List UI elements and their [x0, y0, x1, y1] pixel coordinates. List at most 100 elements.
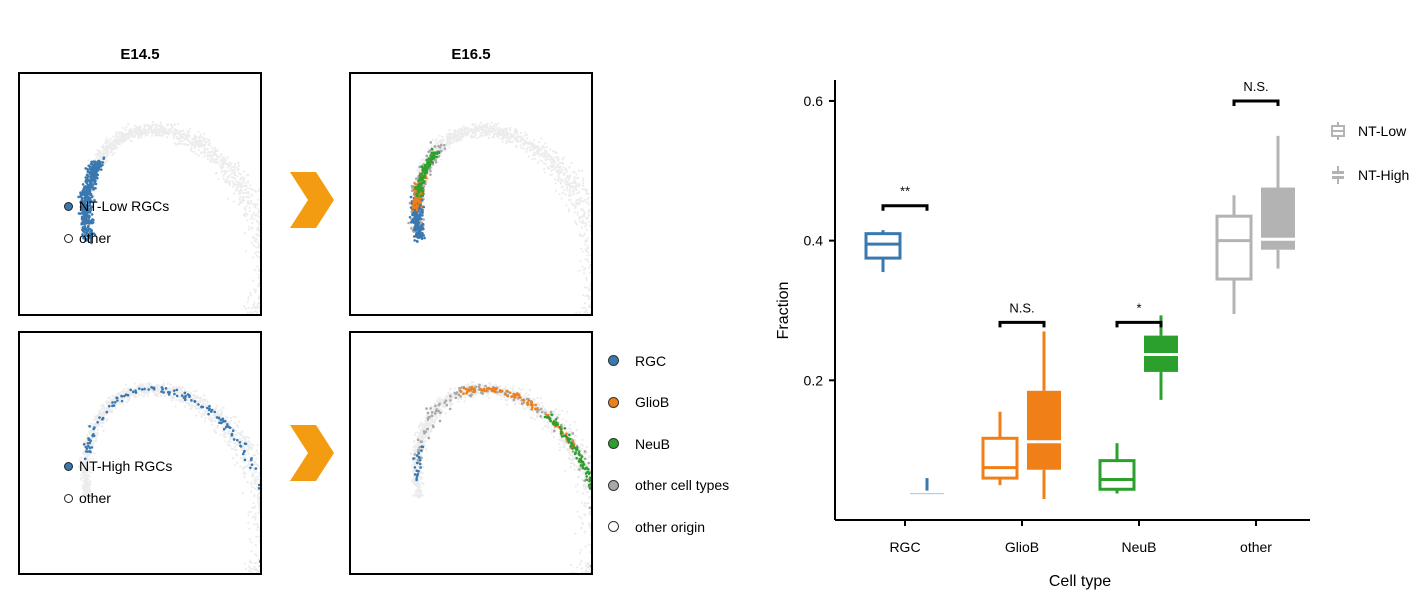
umap-cell-point: [151, 124, 154, 127]
umap-cell-point: [258, 538, 260, 542]
umap-cell-point: [257, 215, 260, 218]
umap-cell-point: [516, 134, 519, 137]
umap-cell-point: [189, 142, 193, 145]
umap-cell-point: [422, 201, 425, 204]
umap-cell-point: [198, 141, 201, 145]
umap-cell-point: [451, 133, 455, 136]
umap-highlight-point: [90, 178, 94, 181]
umap-cell-point: [170, 130, 173, 133]
legend-item: NT-Low RGCs: [64, 190, 169, 222]
umap-cell-point: [434, 142, 437, 145]
umap-highlight-point: [433, 145, 437, 148]
umap-cell-point: [559, 181, 562, 184]
umap-cell-point: [503, 136, 506, 139]
umap-cell-point: [258, 230, 260, 233]
umap-cell-point: [109, 138, 112, 141]
umap-cell-point: [541, 145, 544, 148]
umap-cell-point: [578, 216, 581, 219]
umap-cell-point: [95, 437, 98, 440]
umap-cell-point: [107, 139, 110, 143]
umap-cell-point: [190, 150, 194, 153]
umap-cell-point: [177, 399, 181, 402]
umap-cell-point: [216, 156, 220, 159]
umap-cell-point: [580, 247, 583, 250]
umap-cell-point: [588, 266, 591, 269]
umap-cell-point: [498, 130, 501, 134]
umap-cell-point: [255, 219, 259, 223]
umap-cell-point: [238, 184, 241, 187]
umap-cell-point: [581, 215, 584, 218]
umap-cell-point: [249, 187, 252, 190]
umap-highlight-point: [420, 205, 423, 209]
umap-cell-point: [448, 140, 451, 143]
umap-cell-point: [552, 160, 555, 163]
umap-cell-point: [535, 145, 538, 148]
umap-cell-point: [248, 209, 251, 213]
umap-cell-point: [248, 225, 251, 229]
umap-cell-point: [253, 487, 257, 490]
umap-cell-point: [459, 138, 463, 142]
umap-cell-point: [231, 185, 235, 189]
umap-cell-point: [237, 164, 240, 168]
umap-cell-point: [528, 141, 531, 144]
umap-cell-point: [438, 134, 441, 137]
umap-cell-point: [497, 136, 500, 139]
umap-cell-point: [504, 134, 507, 137]
umap-highlight-point: [416, 240, 419, 243]
umap-cell-point: [245, 185, 248, 188]
umap-highlight-point: [81, 210, 84, 214]
umap-cell-point: [195, 389, 198, 392]
umap-highlight-point: [420, 181, 424, 185]
umap-e16-nt-low-plot: [407, 121, 591, 314]
umap-cell-point: [431, 138, 435, 141]
umap-cell-point: [113, 152, 116, 155]
umap-cell-point: [245, 174, 248, 177]
umap-cell-point: [524, 140, 528, 143]
umap-cell-point: [565, 204, 568, 207]
umap-cell-point: [179, 134, 182, 137]
umap-cell-point: [121, 126, 124, 129]
umap-cell-point: [585, 188, 588, 191]
umap-cell-point: [235, 166, 238, 169]
umap-cell-point: [498, 126, 501, 130]
umap-cell-point: [573, 176, 576, 179]
umap-cell-point: [253, 269, 257, 272]
umap-cell-point: [209, 154, 212, 158]
umap-cell-point: [557, 175, 560, 178]
umap-highlight-point: [410, 227, 413, 230]
umap-highlight-point: [77, 212, 81, 215]
umap-cell-point: [225, 170, 229, 173]
umap-cell-point: [257, 273, 260, 276]
umap-highlight-point: [418, 173, 422, 177]
umap-cell-point: [484, 131, 487, 135]
umap-cell-point: [253, 495, 256, 498]
umap-cell-point: [519, 131, 522, 135]
umap-cell-point: [455, 137, 458, 140]
umap-cell-point: [537, 141, 541, 144]
umap-cell-point: [479, 121, 482, 124]
umap-highlight-point: [428, 163, 431, 167]
umap-cell-point: [550, 156, 554, 159]
umap-cell-point: [202, 132, 206, 136]
umap-cell-point: [582, 179, 585, 182]
umap-cell-point: [196, 139, 200, 143]
umap-cell-point: [155, 132, 158, 136]
umap-cell-point: [464, 129, 467, 132]
umap-cell-point: [489, 125, 492, 128]
umap-cell-point: [527, 155, 531, 158]
umap-cell-point: [253, 240, 257, 243]
umap-cell-point: [515, 144, 518, 148]
umap-highlight-point: [429, 169, 432, 173]
umap-cell-point: [162, 128, 165, 131]
umap-highlight-point: [411, 217, 415, 221]
umap-cell-point: [258, 309, 260, 312]
umap-cell-point: [587, 203, 590, 206]
umap-cell-point: [243, 206, 246, 210]
umap-cell-point: [258, 509, 260, 512]
umap-cell-point: [583, 310, 586, 314]
legend-label: NT-Low RGCs: [79, 198, 170, 214]
umap-cell-point: [570, 161, 573, 165]
umap-cell-point: [229, 165, 232, 168]
umap-cell-point: [108, 396, 112, 399]
umap-highlight-point: [414, 221, 418, 225]
